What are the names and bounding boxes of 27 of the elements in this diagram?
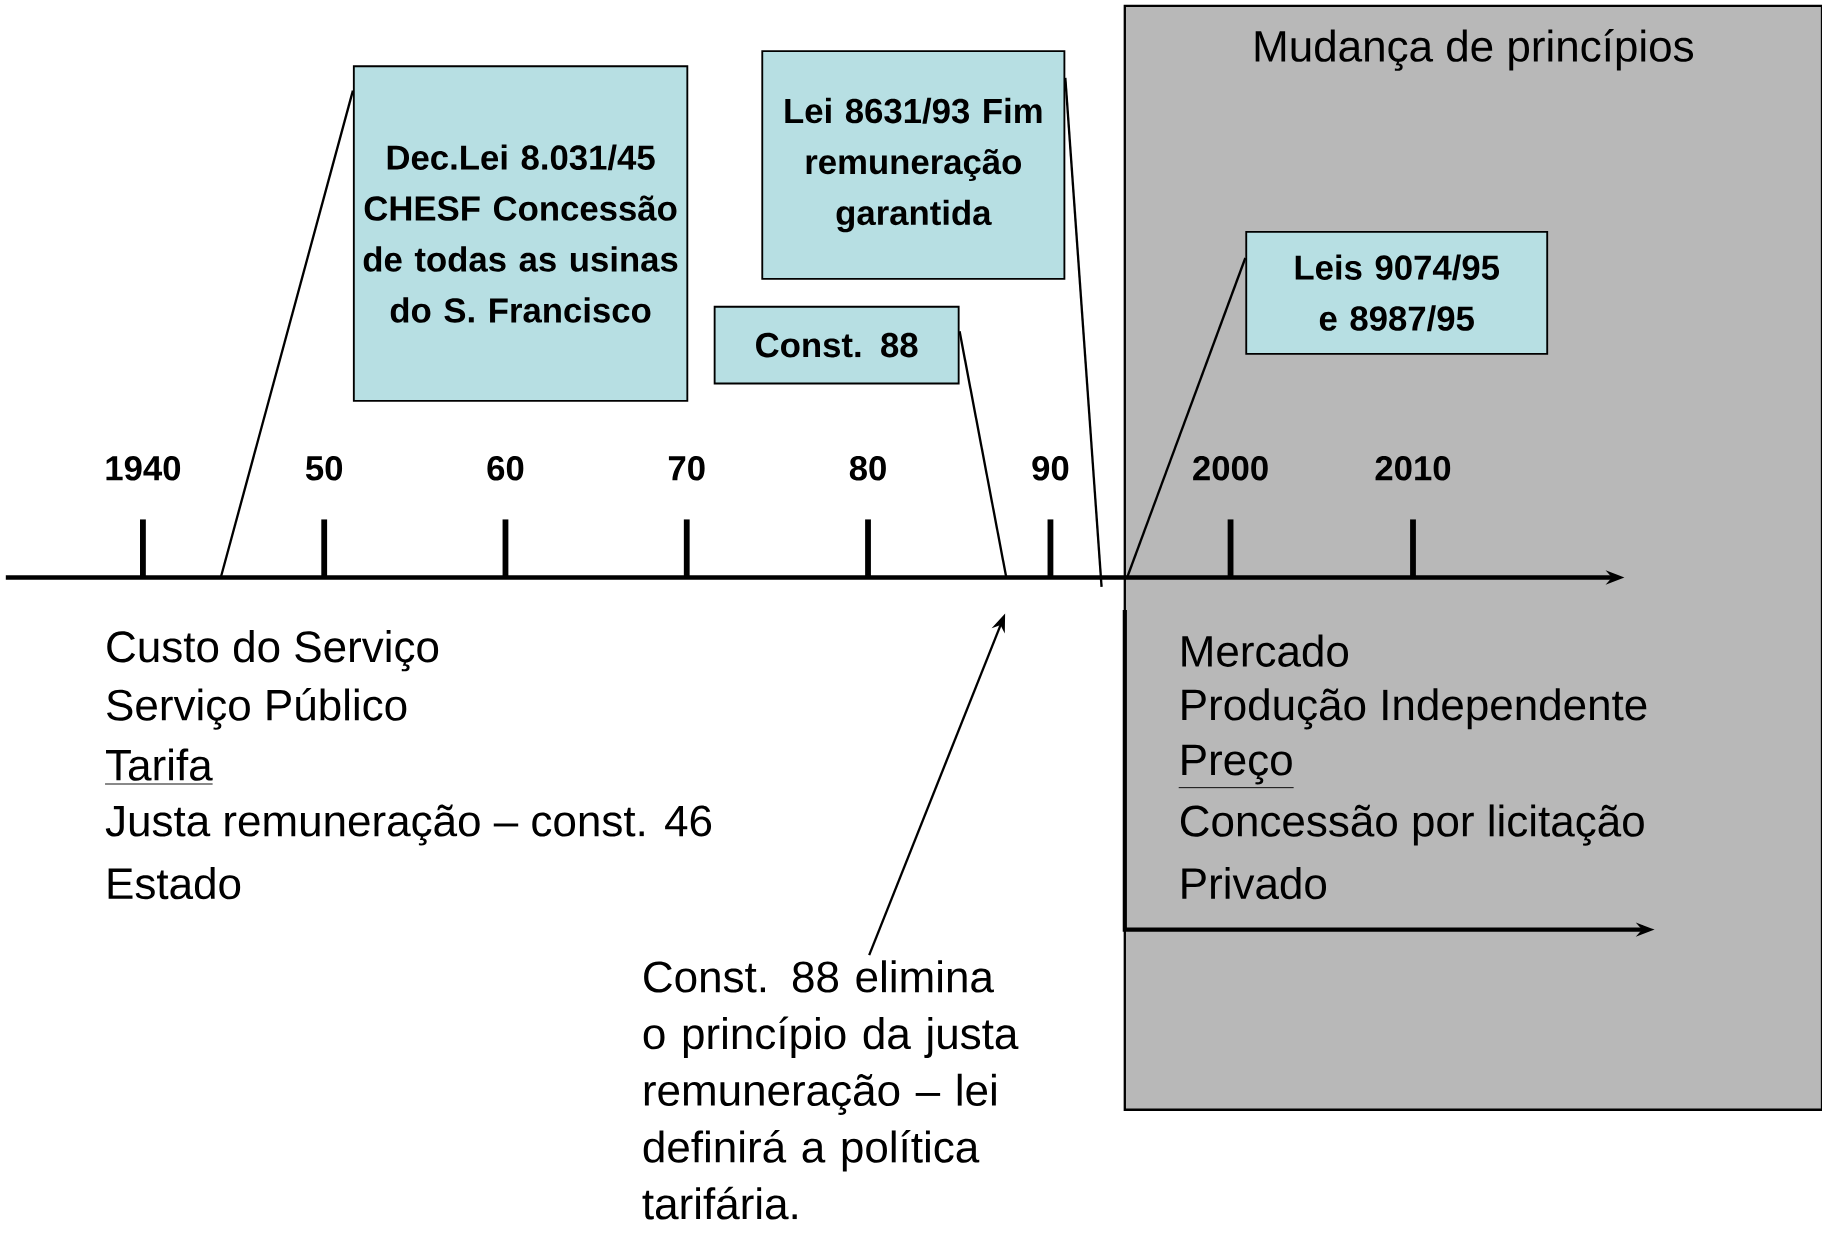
year-label: 70 <box>668 455 705 481</box>
leader-line <box>219 90 354 578</box>
list-item: Estado <box>108 866 241 900</box>
year-label: 80 <box>849 455 886 481</box>
year-label: 90 <box>1032 455 1069 481</box>
list-item: Custo do Serviço <box>107 629 439 672</box>
note-text: Const. 88 elimina o princípio da justa remuneração – lei definirá a política tarifária. <box>642 960 1019 1220</box>
list-item: Justa remuneração – const. 46 <box>105 804 712 846</box>
list-item: Tarifa <box>104 748 214 785</box>
year-label: 1940 <box>106 455 181 481</box>
year-label: 2010 <box>1375 455 1451 481</box>
list-item: Serviço Público <box>107 687 407 730</box>
year-label: 50 <box>305 455 343 481</box>
law-box: Dec.Lei 8.031/45 CHESF Concessão de todas as usinas do S. Francisco <box>352 65 689 402</box>
law-box: Const. 88 <box>713 305 960 385</box>
list-item: Concessão por licitação <box>1180 804 1644 846</box>
list-item: Privado <box>1182 866 1327 900</box>
leader-line <box>958 330 1008 578</box>
year-label: 2000 <box>1193 455 1268 481</box>
leader-line <box>1126 257 1247 578</box>
law-box: Lei 8631/93 Fim remuneração garantida <box>761 50 1066 280</box>
list-item: Mercado <box>1182 634 1348 667</box>
list-item: Preço <box>1178 744 1295 788</box>
list-item: Produção Independente <box>1182 688 1647 730</box>
year-label: 60 <box>487 455 524 481</box>
leader-line <box>1064 77 1103 587</box>
law-box: Leis 9074/95 e 8987/95 <box>1245 230 1549 355</box>
